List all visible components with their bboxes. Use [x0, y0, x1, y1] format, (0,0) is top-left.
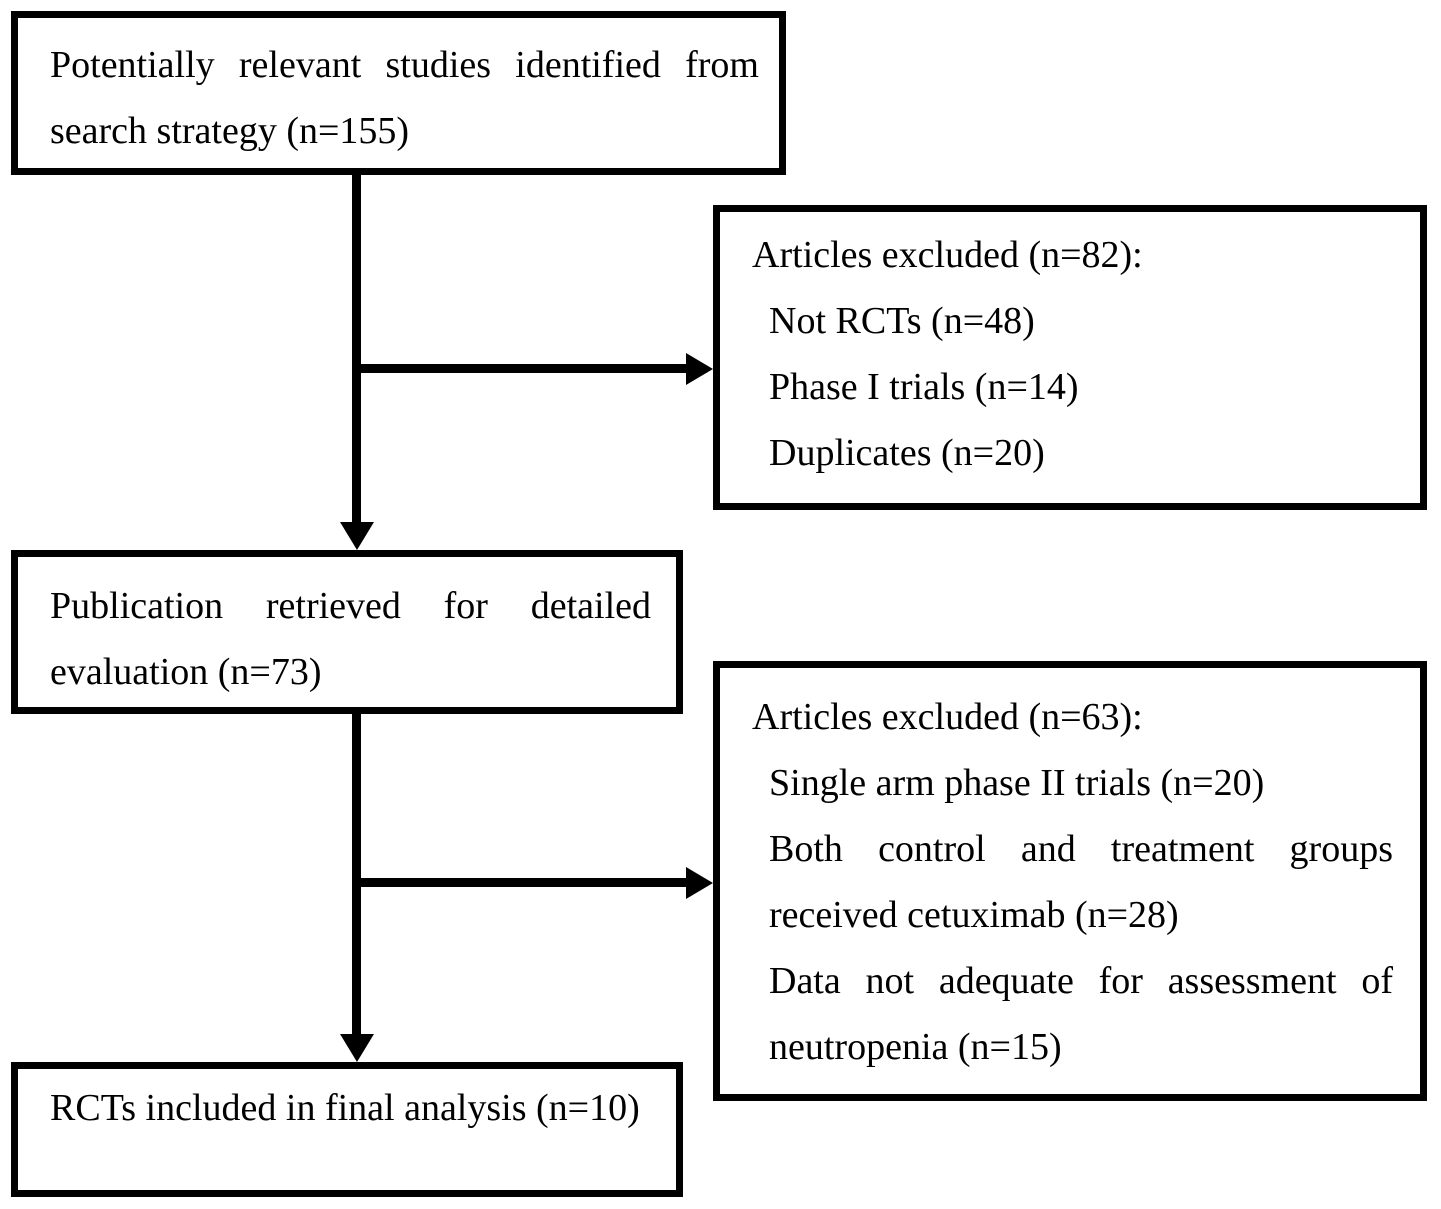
box-articles-excluded-63: Articles excluded (n=63): Single arm pha…: [713, 661, 1427, 1101]
box-studies-identified: Potentially relevant studies identified …: [11, 11, 786, 175]
box-rcts-final-analysis: RCTs included in final analysis (n=10): [11, 1062, 683, 1197]
arrowhead-down-icon-2: [340, 1034, 374, 1062]
arrowhead-down-icon-1: [340, 522, 374, 550]
excluded-82-item-not-rcts: Not RCTs (n=48): [769, 300, 1035, 342]
excluded-63-item-data-inadequate-line-1: Data not adequate for assessment of: [769, 960, 1393, 1002]
connector-line-horizontal-1: [352, 364, 688, 373]
arrowhead-right-icon-2: [686, 867, 713, 899]
excluded-63-item-both-groups-line-1: Both control and treatment groups: [769, 828, 1393, 870]
connector-line-vertical-2: [352, 710, 361, 1037]
excluded-82-item-phase1: Phase I trials (n=14): [769, 366, 1079, 408]
connector-line-vertical-1: [352, 172, 361, 526]
rcts-final-analysis-line-1: RCTs included in final analysis (n=10): [50, 1087, 640, 1129]
studies-identified-line-1: Potentially relevant studies identified …: [50, 44, 759, 86]
publication-retrieved-line-1: Publication retrieved for detailed: [50, 585, 651, 627]
excluded-82-item-duplicates: Duplicates (n=20): [769, 432, 1045, 474]
excluded-63-item-both-groups-line-2: received cetuximab (n=28): [769, 894, 1179, 936]
arrowhead-right-icon-1: [686, 353, 713, 385]
excluded-82-title: Articles excluded (n=82):: [752, 234, 1143, 276]
excluded-63-item-single-arm: Single arm phase II trials (n=20): [769, 762, 1265, 804]
box-articles-excluded-82: Articles excluded (n=82): Not RCTs (n=48…: [713, 205, 1427, 510]
studies-identified-line-2: search strategy (n=155): [50, 110, 410, 152]
excluded-63-title: Articles excluded (n=63):: [752, 696, 1143, 738]
connector-line-horizontal-2: [352, 878, 688, 887]
excluded-63-item-data-inadequate-line-2: neutropenia (n=15): [769, 1026, 1062, 1068]
publication-retrieved-line-2: evaluation (n=73): [50, 651, 322, 693]
box-publication-retrieved: Publication retrieved for detailed evalu…: [11, 550, 683, 714]
